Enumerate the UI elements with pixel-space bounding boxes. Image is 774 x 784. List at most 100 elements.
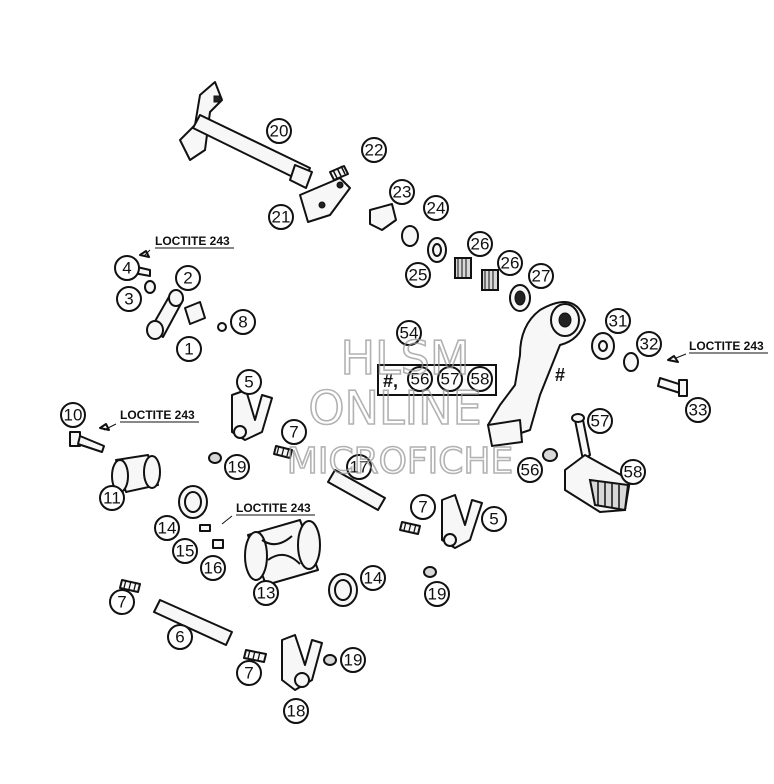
callout-11: 11 — [99, 485, 125, 511]
clip-23-part — [369, 203, 397, 231]
callout-57: 57 — [587, 408, 613, 434]
spring-7b-part — [399, 521, 421, 535]
shift-drum-locator-11-part — [111, 454, 161, 493]
callout-label: 5 — [244, 373, 253, 392]
callout-32: 32 — [636, 331, 662, 357]
callout-26: 26 — [497, 250, 523, 276]
shift-pawl-part — [146, 289, 206, 340]
snap-ring-32-part — [623, 352, 639, 372]
callout-label: 56 — [411, 370, 430, 389]
callout-18: 18 — [283, 698, 309, 724]
callout-15: 15 — [172, 538, 198, 564]
shaft-6-part — [153, 599, 233, 646]
shift-fork-5b-part — [441, 494, 483, 549]
callout-14: 14 — [360, 565, 386, 591]
needle-bearing-26b-part — [481, 269, 499, 291]
callout-24: 24 — [423, 195, 449, 221]
callout-label: 21 — [272, 208, 291, 227]
pin-15-part — [199, 524, 211, 532]
callout-7: 7 — [281, 419, 307, 445]
callout-label: 57 — [591, 412, 610, 431]
callout-label: 6 — [175, 628, 184, 647]
callout-label: 5 — [489, 510, 498, 529]
callout-7: 7 — [109, 589, 135, 615]
roller-19c-part — [323, 654, 337, 666]
callout-20: 20 — [266, 118, 292, 144]
callout-14: 14 — [154, 515, 180, 541]
callout-label: 17 — [350, 458, 369, 477]
callout-label: 19 — [228, 458, 247, 477]
callout-label: 56 — [521, 461, 540, 480]
watermark: HLSM ONLINE MICROFICHE — [286, 330, 514, 483]
shift-lever-part — [487, 301, 586, 447]
bearing-14a-part — [178, 485, 208, 519]
callout-label: 11 — [103, 489, 121, 508]
callout-label: 26 — [471, 235, 490, 254]
loctite-label-4: LOCTITE 243 — [221, 501, 315, 525]
shift-shaft-part — [179, 81, 313, 189]
screw-10-part — [69, 423, 110, 453]
callout-label: 7 — [418, 498, 427, 517]
callout-8: 8 — [230, 309, 256, 335]
callout-58: 58 — [467, 366, 493, 392]
washer-25-part — [427, 237, 447, 263]
shift-fork-5a-part — [231, 389, 273, 441]
spring-7c-part — [119, 579, 141, 593]
callout-label: 16 — [204, 559, 223, 578]
callout-label: 10 — [64, 406, 83, 425]
callout-label: 14 — [158, 519, 177, 538]
callout-label: 25 — [409, 266, 428, 285]
footrest-58-part — [564, 454, 631, 513]
spring-7a-part — [273, 445, 293, 459]
svg-text:LOCTITE 243: LOCTITE 243 — [689, 339, 764, 353]
callout-label: 2 — [183, 269, 192, 288]
callout-7: 7 — [236, 660, 262, 686]
svg-text:HLSM: HLSM — [340, 331, 469, 385]
callout-label: 33 — [689, 401, 708, 420]
loctite-label-1: LOCTITE 243 — [143, 234, 234, 257]
callout-3: 3 — [116, 286, 142, 312]
bush-56-part — [542, 448, 558, 462]
callout-13: 13 — [253, 580, 279, 606]
callout-label: 23 — [393, 183, 412, 202]
spring-ring-24-part — [401, 225, 419, 247]
callout-1: 1 — [176, 336, 202, 362]
callout-label: 7 — [244, 664, 253, 683]
callout-label: 19 — [344, 651, 363, 670]
callout-23: 23 — [389, 179, 415, 205]
callout-label: 57 — [441, 370, 460, 389]
shift-drum-13-part — [244, 519, 321, 586]
callout-16: 16 — [200, 555, 226, 581]
callout-33: 33 — [685, 397, 711, 423]
washer-3-part — [144, 280, 156, 294]
callout-label: 24 — [427, 199, 446, 218]
callout-31: 31 — [605, 308, 631, 334]
callout-label: 22 — [365, 141, 384, 160]
callout-27: 27 — [528, 263, 554, 289]
callout-5: 5 — [481, 506, 507, 532]
callout-21: 21 — [268, 204, 294, 230]
callout-label: 7 — [289, 423, 298, 442]
callout-6: 6 — [167, 624, 193, 650]
callout-label: 58 — [471, 370, 490, 389]
callout-19: 19 — [424, 581, 450, 607]
svg-text:#,: #, — [383, 371, 398, 391]
nut-8-part — [217, 322, 227, 332]
callout-label: 3 — [124, 290, 133, 309]
shaft-17-part — [327, 469, 386, 511]
callout-label: 58 — [624, 463, 643, 482]
spring-7d-part — [243, 649, 267, 663]
spring-22-part — [329, 165, 349, 181]
loctite-label-2: LOCTITE 243 — [675, 339, 768, 359]
callout-label: 20 — [270, 122, 289, 141]
callout-56: 56 — [407, 366, 433, 392]
callout-label: 18 — [287, 702, 306, 721]
svg-text:LOCTITE 243: LOCTITE 243 — [120, 408, 195, 422]
callout-label: 1 — [184, 340, 193, 359]
callout-58: 58 — [620, 459, 646, 485]
seal-27-part — [509, 284, 531, 312]
shift-fork-18-part — [281, 634, 323, 691]
callout-17: 17 — [346, 454, 372, 480]
